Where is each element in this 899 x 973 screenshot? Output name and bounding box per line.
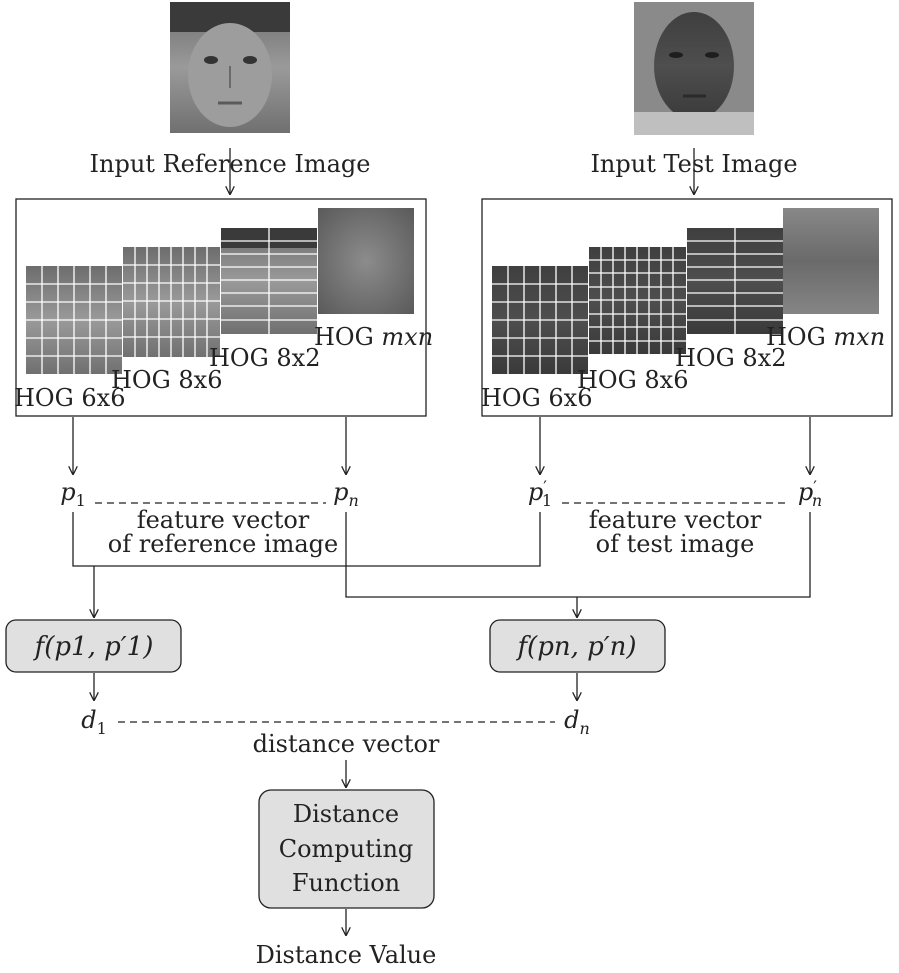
function-label-n: f(pn, p′n) [515, 632, 636, 662]
reference-scale-6x6 [26, 266, 122, 374]
compute-line1: Distance [293, 800, 399, 828]
dn-label: dn [564, 706, 590, 738]
reference-scale-mxn [318, 208, 414, 314]
test-p1-sub: 1 [542, 491, 552, 510]
reference-scale-8x6 [123, 247, 220, 357]
test-p1-label: p′1 [528, 477, 552, 510]
reference-scale-label-mxn-var: mxn [381, 323, 433, 351]
test-hog-panel [481, 198, 893, 417]
distance-computing-box [258, 789, 435, 909]
compute-line3: Function [292, 869, 400, 897]
ref-feature-vector-line1: feature vector [137, 506, 310, 534]
test-pn-base: p [798, 478, 813, 506]
test-scale-6x6 [492, 266, 588, 374]
ref-pn-sub: n [349, 491, 359, 510]
test-feature-vector-line2: of test image [596, 530, 755, 558]
connector-p1-pair [72, 512, 541, 567]
ref-p1-base: p [60, 478, 75, 506]
d1-base: d [81, 706, 96, 734]
test-scale-label-6x6: HOG 6x6 [481, 384, 592, 412]
reference-input-image [170, 2, 290, 133]
test-p1-base: p [528, 478, 543, 506]
ref-pn-base: p [333, 478, 348, 506]
ref-p1-label: p1 [60, 478, 86, 510]
d1-label: d1 [81, 706, 107, 738]
test-scale-8x2 [687, 228, 783, 334]
d1-sub: 1 [97, 719, 107, 738]
test-pn-label: p′n [798, 477, 822, 510]
test-scale-label-8x6: HOG 8x6 [577, 366, 688, 394]
dn-base: d [564, 706, 579, 734]
reference-scale-label-mxn: HOG mxn [314, 323, 433, 351]
test-scale-mxn [783, 208, 879, 314]
test-pn-sub: n [812, 491, 822, 510]
test-scale-label-8x2: HOG 8x2 [675, 344, 786, 372]
ref-feature-vector-line2: of reference image [108, 530, 338, 558]
test-pn-prime: ′ [813, 477, 817, 496]
reference-scale-8x2 [221, 228, 317, 334]
ref-p1-sub: 1 [76, 491, 86, 510]
test-scale-label-mxn-var: mxn [833, 323, 885, 351]
dn-sub: n [580, 719, 590, 738]
test-feature-vector-line1: feature vector [589, 506, 762, 534]
connector-pn-pair [345, 512, 811, 598]
test-input-image [634, 2, 754, 135]
reference-scale-label-8x6: HOG 8x6 [111, 366, 222, 394]
reference-scale-label-6x6: HOG 6x6 [14, 384, 125, 412]
distance-vector-label: distance vector [253, 730, 440, 758]
reference-hog-panel [15, 198, 427, 417]
test-scale-label-mxn: HOG mxn [766, 323, 885, 351]
function-box-1 [5, 619, 182, 673]
distance-value-label: Distance Value [256, 941, 437, 969]
ref-pn-label: pn [333, 478, 359, 510]
compute-line2: Computing [279, 835, 414, 863]
reference-scale-label-mxn-prefix: HOG [314, 323, 381, 351]
function-box-n [489, 619, 666, 673]
test-scale-label-mxn-prefix: HOG [766, 323, 833, 351]
function-label-1: f(p1, p′1) [33, 632, 154, 662]
test-scale-8x6 [589, 247, 686, 354]
reference-scale-label-8x2: HOG 8x2 [209, 344, 320, 372]
test-p1-prime: ′ [543, 477, 547, 496]
